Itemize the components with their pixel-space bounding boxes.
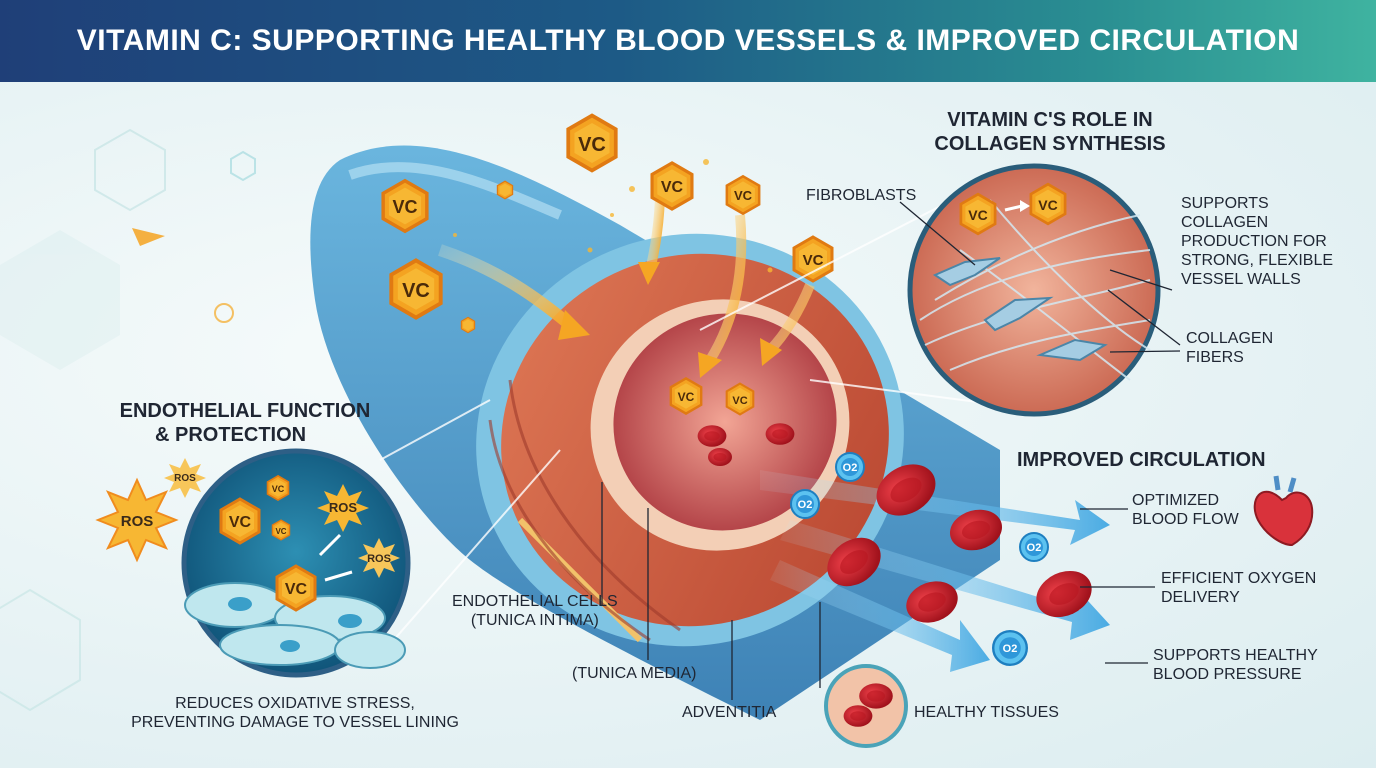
vc-label: VC	[275, 527, 286, 536]
collagen-zoom-circle: VC VC	[699, 163, 1161, 417]
circulation-heading: IMPROVED CIRCULATION	[1017, 449, 1266, 471]
title-banner: VITAMIN C: SUPPORTING HEALTHY BLOOD VESS…	[0, 0, 1376, 82]
o2-label: O2	[1003, 643, 1018, 655]
endothelial-heading-line-2: & PROTECTION	[155, 424, 307, 446]
supports-line-4: STRONG, FLEXIBLE	[1181, 252, 1334, 269]
healthy-tissue-icon	[824, 664, 908, 748]
fibroblasts-label: FIBROBLASTS	[806, 187, 917, 204]
vc-label: VC	[732, 395, 747, 407]
vessel-cross-section	[476, 233, 904, 647]
ros-label: ROS	[329, 500, 358, 515]
collagen-heading-line-2: COLLAGEN SYNTHESIS	[934, 133, 1166, 155]
endothelial-heading-line-1: ENDOTHELIAL FUNCTION	[119, 400, 371, 422]
pressure-line-2: BLOOD PRESSURE	[1153, 666, 1302, 683]
blood-flow-line-1: OPTIMIZED	[1132, 492, 1220, 509]
supports-line-3: PRODUCTION FOR	[1181, 233, 1327, 250]
vc-label: VC	[392, 197, 417, 217]
vc-label: VC	[734, 188, 753, 203]
endothelial-cells-line-1: ENDOTHELIAL CELLS	[452, 593, 618, 610]
supports-collagen-label: SUPPORTS COLLAGEN PRODUCTION FOR STRONG,…	[1181, 194, 1333, 289]
vc-label: VC	[678, 390, 695, 404]
vc-label: VC	[272, 484, 285, 494]
healthy-tissues-label: HEALTHY TISSUES	[914, 704, 1059, 721]
heart-icon	[1253, 475, 1314, 547]
adventitia-label: ADVENTITIA	[682, 704, 777, 721]
blood-flow-label: OPTIMIZED BLOOD FLOW	[1132, 491, 1239, 529]
vc-label: VC	[402, 280, 430, 302]
caption-line-1: REDUCES OXIDATIVE STRESS,	[175, 695, 415, 712]
supports-line-2: COLLAGEN	[1181, 214, 1269, 231]
vc-label: VC	[229, 514, 252, 531]
sparkle-dots	[453, 159, 773, 273]
o2-label: O2	[843, 462, 858, 474]
oxygen-delivery-label: EFFICIENT OXYGEN DELIVERY	[1161, 569, 1316, 607]
supports-line-1: SUPPORTS	[1181, 195, 1269, 212]
vc-label: VC	[1038, 197, 1057, 213]
leader-lines	[601, 201, 1181, 700]
fibers-line-2: FIBERS	[1186, 349, 1244, 366]
vc-label: VC	[578, 134, 606, 156]
vc-label: VC	[968, 207, 987, 223]
collagen-heading: VITAMIN C'S ROLE IN COLLAGEN SYNTHESIS	[905, 108, 1195, 156]
pressure-line-1: SUPPORTS HEALTHY	[1153, 647, 1318, 664]
o2-label: O2	[1027, 542, 1042, 554]
o2-label: O2	[798, 499, 813, 511]
collagen-heading-line-1: VITAMIN C'S ROLE IN	[947, 109, 1153, 131]
background-hex-decor	[0, 128, 256, 712]
endothelial-cells-line-2: (TUNICA INTIMA)	[470, 612, 599, 629]
ros-label: ROS	[174, 473, 196, 484]
collagen-fibers-label: COLLAGEN FIBERS	[1186, 329, 1273, 367]
vc-label: VC	[661, 179, 684, 196]
vc-label: VC	[803, 252, 824, 269]
endothelial-cells-label: ENDOTHELIAL CELLS (TUNICA INTIMA)	[452, 592, 618, 630]
vc-label: VC	[285, 581, 308, 598]
ros-label: ROS	[367, 553, 391, 565]
oxygen-line-2: DELIVERY	[1161, 589, 1240, 606]
endothelial-caption: REDUCES OXIDATIVE STRESS, PREVENTING DAM…	[130, 694, 460, 732]
ros-burst-icon	[95, 458, 400, 578]
supports-line-5: VESSEL WALLS	[1181, 271, 1301, 288]
blood-flow-line-2: BLOOD FLOW	[1132, 511, 1239, 528]
page-title: VITAMIN C: SUPPORTING HEALTHY BLOOD VESS…	[76, 24, 1300, 57]
oxygen-line-1: EFFICIENT OXYGEN	[1161, 570, 1317, 587]
tunica-media-label: (TUNICA MEDIA)	[572, 665, 697, 682]
endothelial-heading: ENDOTHELIAL FUNCTION & PROTECTION	[105, 399, 385, 447]
caption-line-2: PREVENTING DAMAGE TO VESSEL LINING	[131, 714, 459, 731]
fibers-line-1: COLLAGEN	[1186, 330, 1274, 347]
blood-pressure-label: SUPPORTS HEALTHY BLOOD PRESSURE	[1153, 646, 1318, 684]
ros-label: ROS	[121, 513, 154, 530]
